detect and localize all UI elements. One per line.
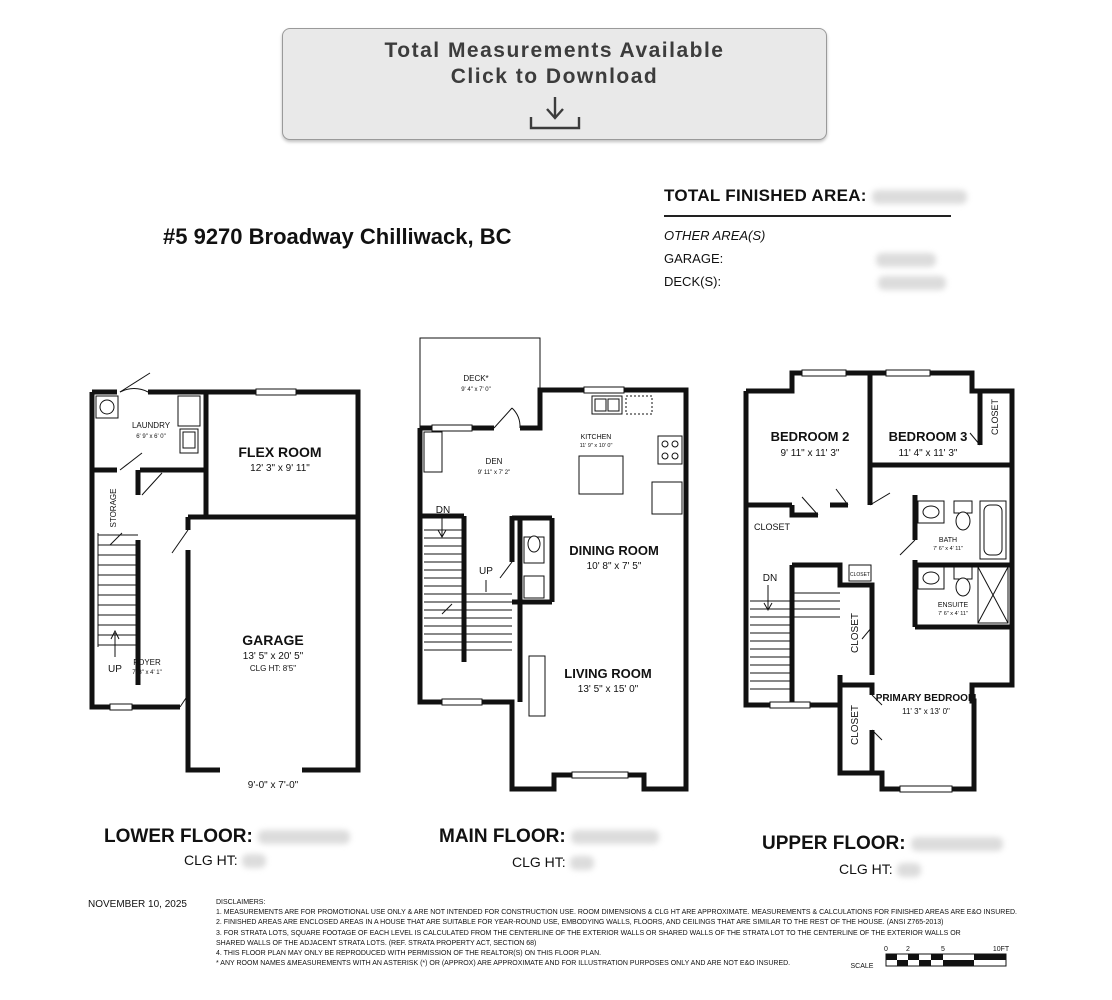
download-measurements-button[interactable]: Total Measurements Available Click to Do… (282, 28, 827, 140)
svg-text:10' 8" x 7' 5": 10' 8" x 7' 5" (587, 561, 642, 572)
lower-floor-clg: CLG HT: (184, 852, 266, 869)
svg-text:12' 3" x 9' 11": 12' 3" x 9' 11" (250, 463, 310, 474)
lower-floor-title: LOWER FLOOR: (104, 826, 351, 848)
closet-bedroom-2: CLOSET (754, 522, 791, 532)
room-living: LIVING ROOM (564, 666, 651, 681)
svg-text:CLG HT: 8'5": CLG HT: 8'5" (250, 664, 296, 673)
download-subtitle: Click to Download (450, 65, 659, 88)
svg-text:9' 11" x 11' 3": 9' 11" x 11' 3" (781, 448, 840, 459)
stairs-up-label: UP (108, 664, 122, 675)
svg-text:11' 4" x 11' 3": 11' 4" x 11' 3" (899, 448, 958, 459)
svg-text:13' 5" x 15' 0": 13' 5" x 15' 0" (578, 684, 639, 695)
stairs-down-label: DN (436, 505, 450, 516)
download-arrow-icon (529, 97, 581, 130)
disclaimers: DISCLAIMERS: 1. MEASUREMENTS ARE FOR PRO… (216, 899, 1017, 968)
total-finished-area-label: TOTAL FINISHED AREA: (664, 186, 967, 206)
svg-text:11' 3" x 13' 0": 11' 3" x 13' 0" (902, 707, 950, 716)
download-title: Total Measurements Available (384, 39, 725, 62)
room-bedroom-2: BEDROOM 2 (771, 429, 850, 444)
main-floor-plan: DECK* 9' 4" x 7' 0" KITCHEN 11' 9" x 10'… (417, 337, 689, 792)
property-address: #5 9270 Broadway Chilliwack, BC (163, 224, 512, 249)
deck-area-label: DECK(S): (664, 274, 722, 289)
stairs-down-label: DN (763, 573, 777, 584)
garage-door-size: 9'-0" x 7'-0" (248, 780, 299, 791)
scale-bar: 0 2 5 10FT SCALE (851, 946, 1010, 970)
main-floor-title: MAIN FLOOR: (439, 826, 659, 848)
svg-text:7' 8" x 4' 1": 7' 8" x 4' 1" (132, 670, 162, 676)
stairs-up-label: UP (479, 566, 493, 577)
svg-text:9' 11" x 7' 2": 9' 11" x 7' 2" (478, 470, 510, 476)
svg-text:7' 6" x 4' 11": 7' 6" x 4' 11" (933, 546, 963, 552)
other-areas-label: OTHER AREA(S) (664, 228, 766, 243)
room-kitchen: KITCHEN (581, 434, 612, 441)
svg-text:2: 2 (906, 946, 910, 953)
room-foyer: FOYER (133, 658, 161, 667)
svg-text:6' 9" x 6' 0": 6' 9" x 6' 0" (136, 434, 166, 440)
scale-label: SCALE (851, 963, 874, 970)
svg-text:10FT: 10FT (993, 946, 1010, 953)
lower-floor-plan: LAUNDRY 6' 9" x 6' 0" FLEX ROOM 12' 3" x… (89, 372, 361, 791)
upper-floor-plan: BEDROOM 2 9' 11" x 11' 3" BEDROOM 3 11' … (743, 369, 1015, 793)
room-bath: BATH (939, 537, 957, 544)
svg-text:11' 9" x 10' 0": 11' 9" x 10' 0" (580, 443, 613, 449)
room-storage: STORAGE (109, 489, 118, 528)
room-den: DEN (486, 457, 503, 466)
room-garage: GARAGE (242, 632, 303, 648)
garage-area-label: GARAGE: (664, 251, 724, 266)
svg-text:0: 0 (884, 946, 888, 953)
summary-divider (664, 215, 951, 217)
svg-text:13' 5" x 20' 5": 13' 5" x 20' 5" (243, 651, 304, 662)
upper-floor-title: UPPER FLOOR: (762, 833, 1003, 855)
room-laundry: LAUNDRY (132, 421, 171, 430)
room-bedroom-3: BEDROOM 3 (889, 429, 968, 444)
room-ensuite: ENSUITE (938, 602, 969, 609)
svg-text:7' 6" x 4' 11": 7' 6" x 4' 11" (938, 611, 968, 617)
plan-date: NOVEMBER 10, 2025 (88, 899, 187, 910)
room-deck: DECK* (463, 374, 488, 383)
room-flex: FLEX ROOM (238, 444, 321, 460)
closet-bedroom-3: CLOSET (990, 398, 1000, 435)
closet-hall: CLOSET (850, 572, 870, 578)
room-dining: DINING ROOM (569, 543, 659, 558)
svg-text:5: 5 (941, 946, 945, 953)
room-primary-bedroom: PRIMARY BEDROOM (876, 693, 977, 704)
closet-primary-2: CLOSET (850, 705, 861, 745)
svg-text:9' 4" x 7' 0": 9' 4" x 7' 0" (461, 387, 491, 393)
main-floor-clg: CLG HT: (512, 854, 594, 871)
closet-primary-1: CLOSET (850, 613, 861, 653)
upper-floor-clg: CLG HT: (839, 861, 921, 878)
